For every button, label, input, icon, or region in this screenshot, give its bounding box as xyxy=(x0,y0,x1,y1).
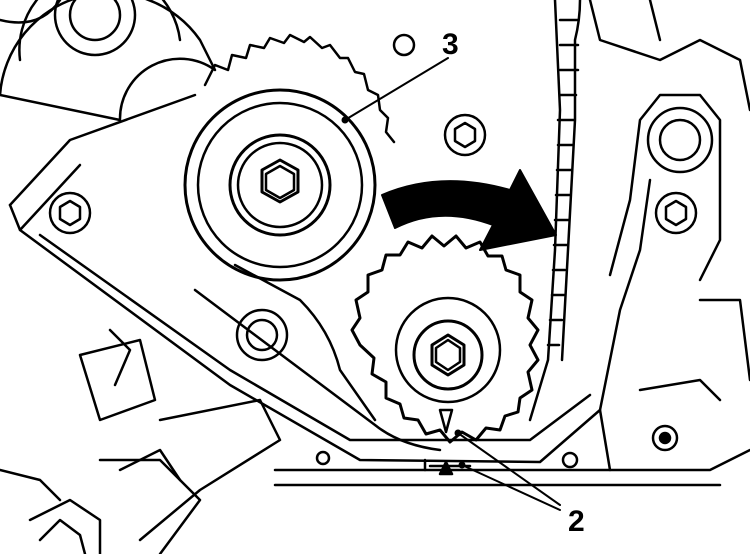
bolt-right xyxy=(654,191,698,235)
bolt-upper-center xyxy=(443,113,487,157)
crankshaft-sprocket xyxy=(350,234,540,444)
bolt-left xyxy=(48,191,92,235)
bolt-lower-right xyxy=(315,424,679,469)
timing-cover xyxy=(8,0,750,464)
callout-3: 3 xyxy=(442,28,459,61)
lower-left-components xyxy=(0,328,282,556)
leader-dot-tensioner xyxy=(341,116,349,124)
bolt-upper-small xyxy=(392,33,416,57)
rotation-arrow xyxy=(381,169,557,251)
upper-gear xyxy=(203,33,396,144)
callout-2: 2 xyxy=(568,505,585,538)
leader-dot-upper xyxy=(454,429,462,437)
timing-belt-right xyxy=(528,0,582,422)
engine-block-lower xyxy=(273,298,750,487)
leader-lines xyxy=(344,57,561,511)
tensioner-pulley xyxy=(183,88,377,282)
upper-left-pulley xyxy=(0,0,217,122)
leader-dot-lower xyxy=(458,461,466,469)
